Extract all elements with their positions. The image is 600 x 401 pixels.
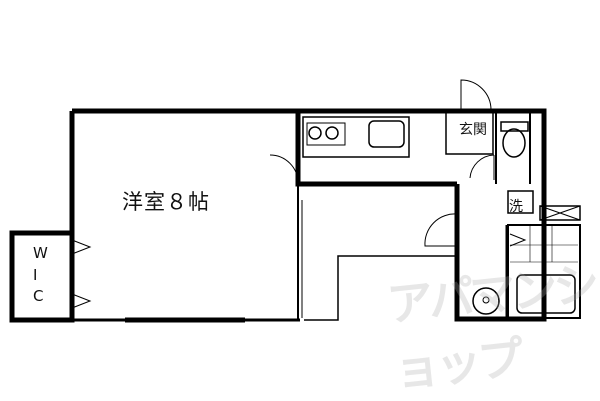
outer-wall-bath	[454, 184, 547, 322]
wic-letter-c: C	[33, 287, 44, 305]
washer-box	[507, 190, 534, 214]
bathtub	[516, 274, 576, 314]
washbasin-drain	[482, 296, 490, 304]
stove-burner-right	[325, 126, 339, 140]
wic-door-lower	[71, 293, 92, 309]
stove-top	[306, 122, 346, 146]
washbasin	[472, 287, 500, 315]
watermark-logo: アパマンショップ	[384, 256, 599, 398]
outer-wall-upper	[72, 108, 547, 184]
entrance-door-swing	[460, 79, 492, 111]
shoe-closet-door	[469, 154, 495, 180]
wic-wall	[9, 230, 75, 323]
kitchen-counter	[302, 116, 410, 158]
toilet-bowl	[502, 128, 526, 158]
vent-cross	[539, 205, 581, 221]
entrance-label: 玄関	[459, 122, 487, 138]
window-south	[125, 317, 245, 323]
kitchen-sink	[368, 120, 405, 148]
toilet-tank	[500, 121, 529, 132]
wic-door-upper	[71, 239, 92, 255]
bath-door	[509, 233, 527, 247]
toilet-wall	[495, 112, 531, 184]
stove-burner-left	[308, 126, 322, 140]
washroom-label: 洗	[509, 199, 523, 215]
room-door-swing	[269, 154, 299, 184]
entrance-floor	[445, 111, 494, 155]
wic-letter-w: W	[33, 244, 48, 262]
vent-box	[539, 205, 581, 221]
corridor-door-swing	[424, 213, 458, 247]
bath-tiles	[510, 225, 578, 263]
corridor-outline	[304, 255, 459, 321]
wic-letter-i: I	[33, 266, 38, 284]
main-room-label: 洋室８帖	[122, 190, 210, 214]
